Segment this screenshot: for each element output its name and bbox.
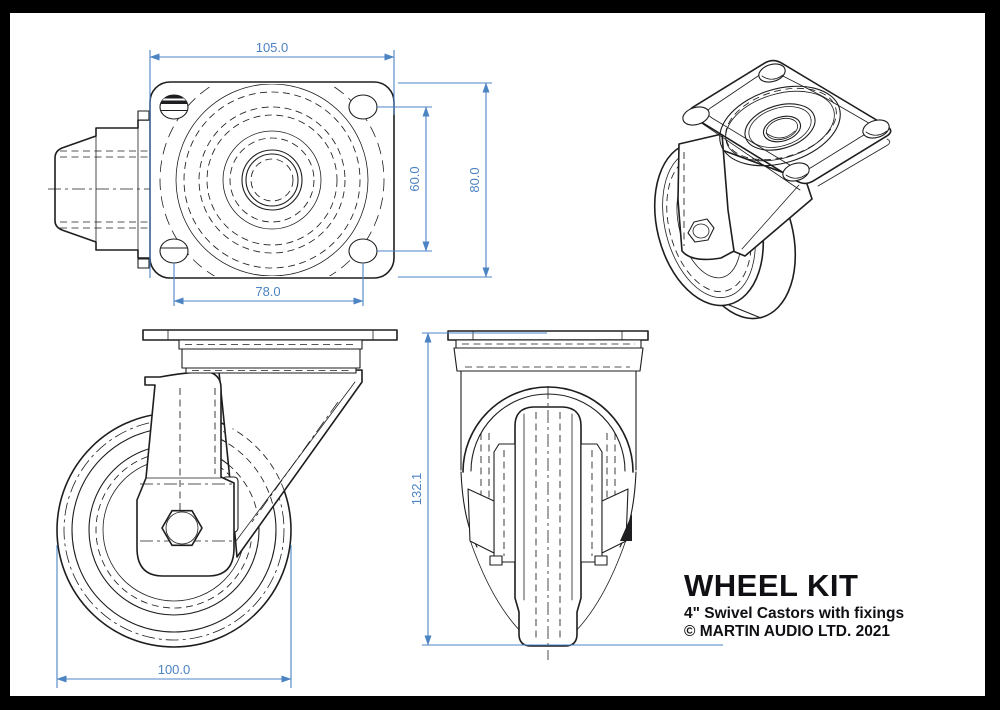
dim-plate-width: 105.0 (149, 40, 395, 278)
dim-wheel-diameter: 100.0 (56, 545, 292, 688)
side-axle-nut (161, 509, 203, 547)
title-block: WHEEL KIT 4" Swivel Castors with fixings… (684, 568, 904, 640)
iso-plate (688, 59, 892, 191)
dim-label-wheel-diameter: 100.0 (158, 662, 191, 677)
dim-plate-height: 80.0 (398, 82, 492, 278)
drawing-subtitle: 4" Swivel Castors with fixings (684, 605, 904, 622)
iso-axle-bolt (687, 218, 715, 243)
dim-label-plate-height: 80.0 (467, 167, 482, 192)
dim-overall-height: 132.1 (409, 332, 723, 646)
front-hub-plates (467, 443, 632, 566)
dim-label-plate-width: 105.0 (256, 40, 289, 55)
side-plate-assembly (142, 329, 398, 374)
plan-raceway-circles (159, 84, 385, 276)
front-view: 132.1 (409, 330, 723, 660)
plan-view: 105.0 78.0 60.0 80.0 (48, 40, 492, 306)
dim-label-bolt-spacing-height: 60.0 (407, 166, 422, 191)
dim-label-overall-height: 132.1 (409, 473, 424, 506)
isometric-view (653, 59, 892, 320)
front-wheel-tread (514, 386, 582, 660)
iso-plate-holes (682, 63, 890, 182)
front-grease-fitting (620, 514, 632, 541)
front-plate-assembly (447, 330, 649, 372)
drawing-title: WHEEL KIT (684, 568, 858, 603)
side-fork (136, 369, 363, 577)
dim-bolt-spacing-width: 78.0 (173, 263, 364, 306)
dim-label-bolt-spacing-width: 78.0 (255, 284, 280, 299)
plan-wheel-profile (48, 110, 158, 269)
drawing-copyright: © MARTIN AUDIO LTD. 2021 (684, 623, 890, 640)
side-view: 100.0 (56, 329, 398, 688)
dim-bolt-spacing-height: 60.0 (377, 106, 432, 252)
